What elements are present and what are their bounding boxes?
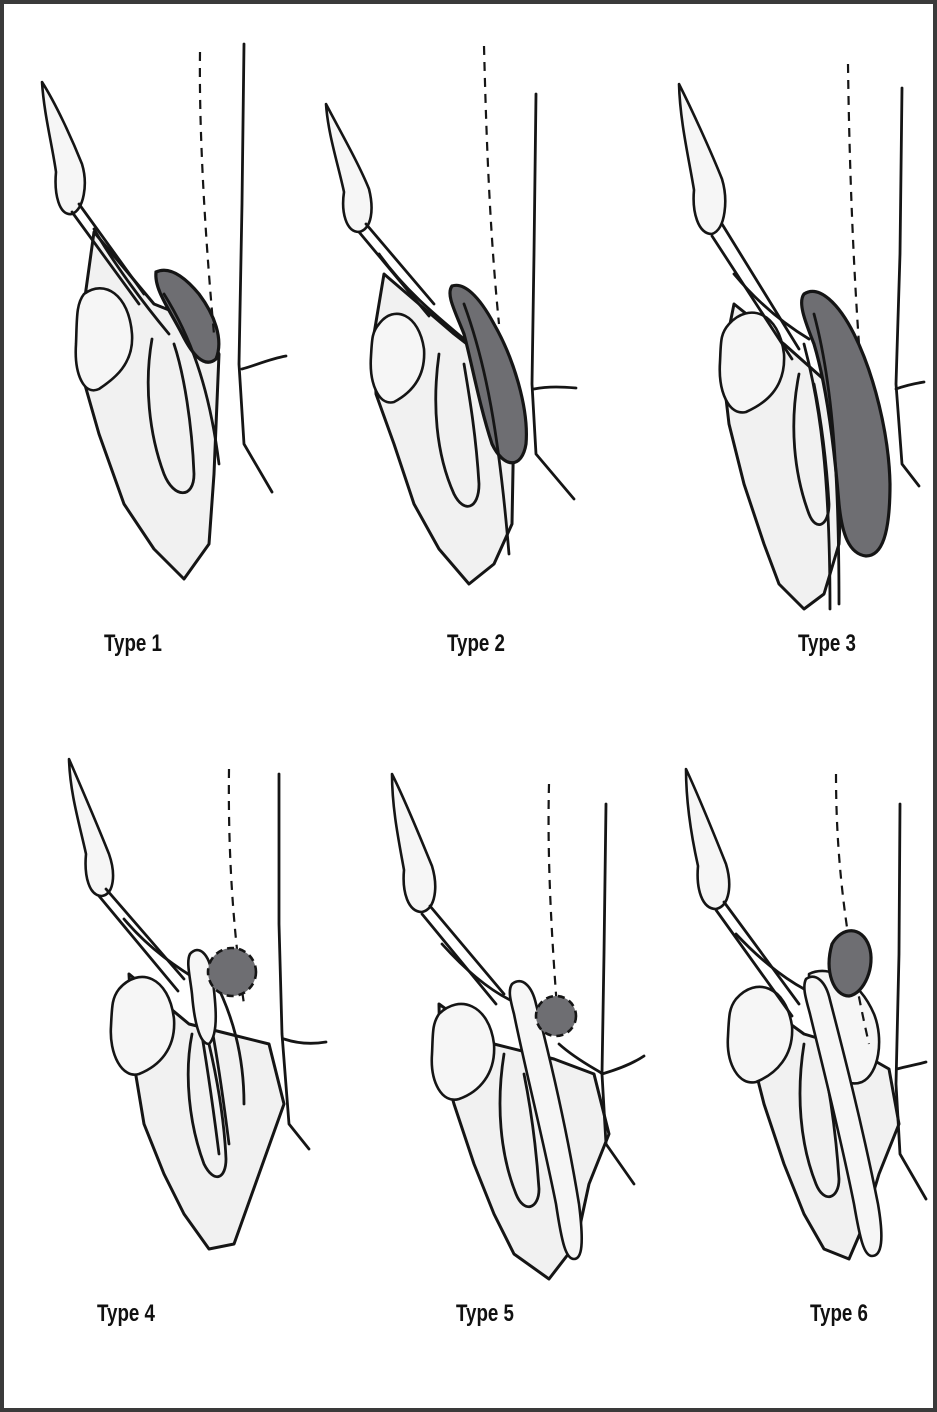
- solid-reference-line: [896, 88, 924, 486]
- elongated-structure: [69, 759, 113, 896]
- elongated-structure: [326, 104, 372, 232]
- panel-label: Type 5: [456, 1300, 514, 1328]
- solid-reference-line: [896, 804, 926, 1199]
- diagram-type-6: [664, 704, 937, 1384]
- panel-label: Type 4: [97, 1300, 155, 1328]
- panel-type-4: Type 4: [4, 704, 344, 1384]
- diagram-type-5: [344, 704, 664, 1384]
- panel-label: Type 1: [104, 630, 162, 658]
- dashed-reference-line: [200, 52, 214, 334]
- panel-type-1: Type 1: [4, 4, 314, 684]
- dashed-reference-line: [484, 46, 499, 324]
- solid-reference-line: [532, 94, 576, 499]
- diagram-type-1: [4, 4, 314, 684]
- lesion-mass: [536, 996, 576, 1036]
- solid-reference-line: [279, 774, 326, 1149]
- diagram-type-2: [314, 4, 634, 684]
- panel-type-6: Type 6: [664, 704, 937, 1384]
- diagram-type-3: [634, 4, 937, 684]
- lesion-mass: [208, 948, 256, 996]
- elongated-structure: [392, 774, 435, 912]
- elongated-structure: [42, 82, 85, 214]
- elongated-structure: [686, 769, 729, 909]
- dashed-reference-line: [848, 64, 859, 344]
- panel-label: Type 3: [798, 630, 856, 658]
- elongated-structure: [679, 84, 725, 234]
- panel-type-5: Type 5: [344, 704, 664, 1384]
- solid-reference-line: [239, 44, 286, 492]
- diagram-type-4: [4, 704, 344, 1384]
- panel-label: Type 6: [810, 1300, 868, 1328]
- lesion-mass: [829, 931, 871, 996]
- panel-label: Type 2: [447, 630, 505, 658]
- panel-type-2: Type 2: [314, 4, 634, 684]
- ligament-band-2: [736, 934, 814, 994]
- panel-type-3: Type 3: [634, 4, 937, 684]
